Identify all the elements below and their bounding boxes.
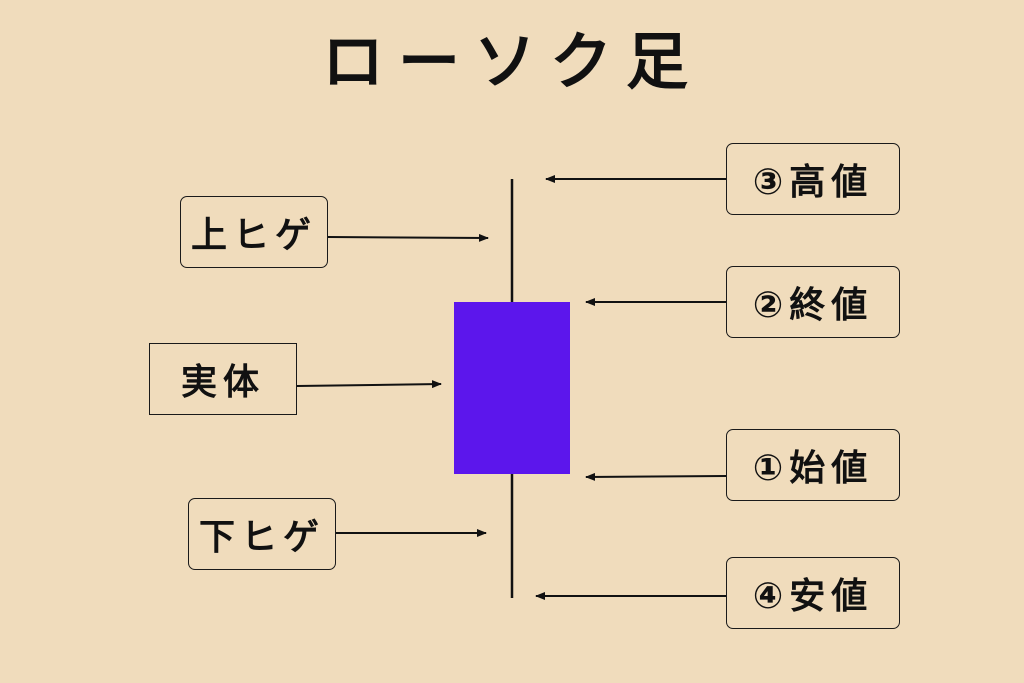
- candle-body: [454, 302, 570, 474]
- lower-wick-label: 下ヒゲ: [188, 498, 336, 570]
- body-label: 実体: [149, 343, 297, 415]
- open-arrow: [585, 472, 727, 481]
- close-price-label: ②終値: [726, 266, 900, 338]
- high-price-label: ③高値: [726, 143, 900, 215]
- body-arrow: [296, 380, 442, 389]
- upper-wick-label: 上ヒゲ: [180, 196, 328, 268]
- page-title: ローソク足: [321, 25, 702, 98]
- upper-wick-arrow: [327, 233, 489, 242]
- open-price-label: ①始値: [726, 429, 900, 501]
- low-price-label: ④安値: [726, 557, 900, 629]
